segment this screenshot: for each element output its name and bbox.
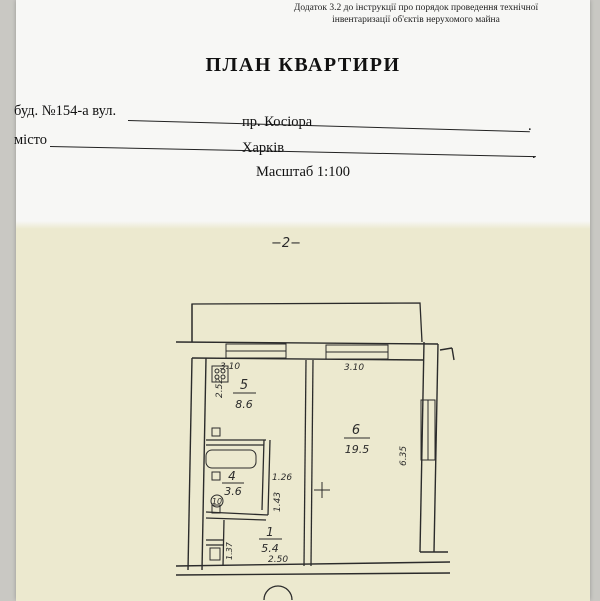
building-label: буд. №154-а вул. xyxy=(14,103,117,119)
room-labels: 5 8.6 6 19.5 4 3.6 1 5.4 xyxy=(222,378,370,555)
dim-bath-width: 1.26 xyxy=(272,473,292,483)
room-1-number: 1 xyxy=(266,525,274,539)
windows xyxy=(225,343,436,461)
appendix-note-line-2: інвентаризації об'єктів нерухомого майна xyxy=(332,15,500,25)
city-end-dot: . xyxy=(532,146,536,162)
tracing-paper-edge xyxy=(16,221,590,229)
dim-closet-side: 1.37 xyxy=(225,541,234,560)
room-1-area: 5.4 xyxy=(261,542,279,555)
room-4-number: 4 xyxy=(228,469,236,483)
stove-symbol: 10 xyxy=(210,494,224,508)
room-5-area: 8.6 xyxy=(235,398,253,411)
room-6-number: 6 xyxy=(352,423,360,438)
room-6-area: 19.5 xyxy=(345,443,370,456)
city-label: місто xyxy=(14,132,48,148)
entrance-arc xyxy=(263,585,293,600)
floor-mark: −2− xyxy=(271,236,301,251)
appendix-note-line-1: Додаток 3.2 до інструкції про порядок пр… xyxy=(293,3,539,13)
dim-room6-top: 3.10 xyxy=(344,363,364,373)
street-end-dot: . xyxy=(528,118,532,134)
room-5-number: 5 xyxy=(240,378,248,393)
dim-room5-side: 2.52 xyxy=(215,378,225,398)
document-sheet: Додаток 3.2 до інструкції про порядок пр… xyxy=(14,0,590,601)
city-value: Харків xyxy=(242,140,285,156)
room-4-area: 3.6 xyxy=(224,485,242,498)
interior-partitions xyxy=(205,359,314,567)
exterior-walls xyxy=(175,341,455,576)
street-value: пр. Косіора xyxy=(242,114,313,130)
dim-hall-bottom: 2.50 xyxy=(268,555,288,565)
scale-label: Масштаб 1:100 xyxy=(256,164,350,180)
dim-room6-side: 6.35 xyxy=(399,446,409,466)
document-title: ПЛАН КВАРТИРИ xyxy=(205,54,401,76)
dim-room5-top: 3.10 xyxy=(220,362,240,372)
svg-text:10: 10 xyxy=(212,497,222,506)
tracing-paper xyxy=(16,226,590,601)
balcony-outline xyxy=(191,302,423,343)
appendix-note: Додаток 3.2 до інструкції про порядок пр… xyxy=(266,2,566,26)
fixtures xyxy=(205,365,330,561)
dimension-labels: 3.10 3.10 2.52 6.35 1.26 1.43 2.50 1.37 xyxy=(215,362,409,565)
dim-bath-side: 1.43 xyxy=(273,492,283,512)
floor-plan-drawing: −2− xyxy=(175,236,455,600)
